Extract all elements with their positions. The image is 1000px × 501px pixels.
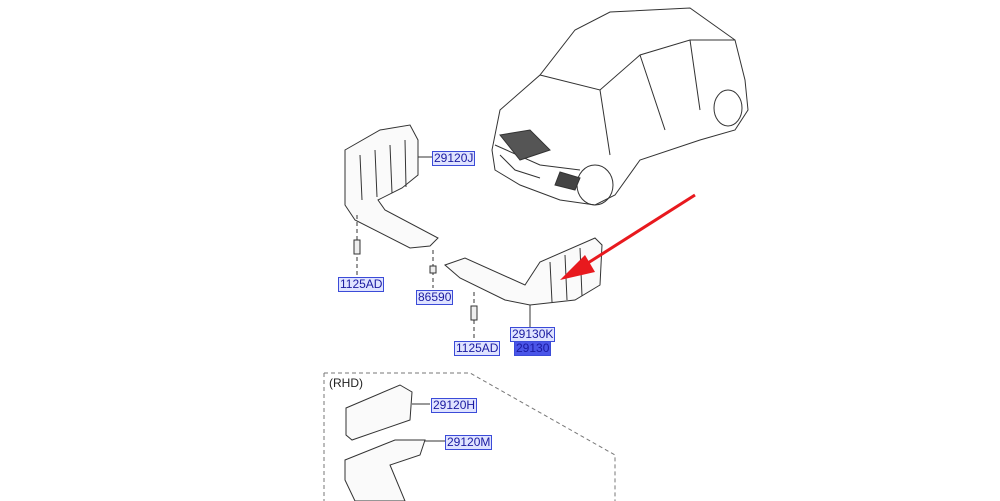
part-label-29120H[interactable]: 29120H: [431, 398, 478, 413]
red-arrow: [560, 193, 696, 280]
car-illustration: [491, 7, 749, 206]
undercover-left: [344, 124, 439, 249]
part-label-1125AD-2[interactable]: 1125AD: [454, 341, 501, 356]
bolts: [353, 156, 531, 342]
part-label-29130-selected[interactable]: 29130: [514, 341, 552, 356]
part-label-1125AD[interactable]: 1125AD: [338, 277, 385, 292]
part-label-29120J[interactable]: 29120J: [432, 151, 476, 166]
part-label-86590[interactable]: 86590: [416, 290, 454, 305]
rhd-parts: [344, 384, 445, 501]
part-label-29130K[interactable]: 29130K: [510, 327, 556, 342]
rhd-box: [323, 372, 616, 501]
part-label-29120M[interactable]: 29120M: [445, 435, 493, 450]
rhd-region-label: (RHD): [329, 376, 363, 390]
